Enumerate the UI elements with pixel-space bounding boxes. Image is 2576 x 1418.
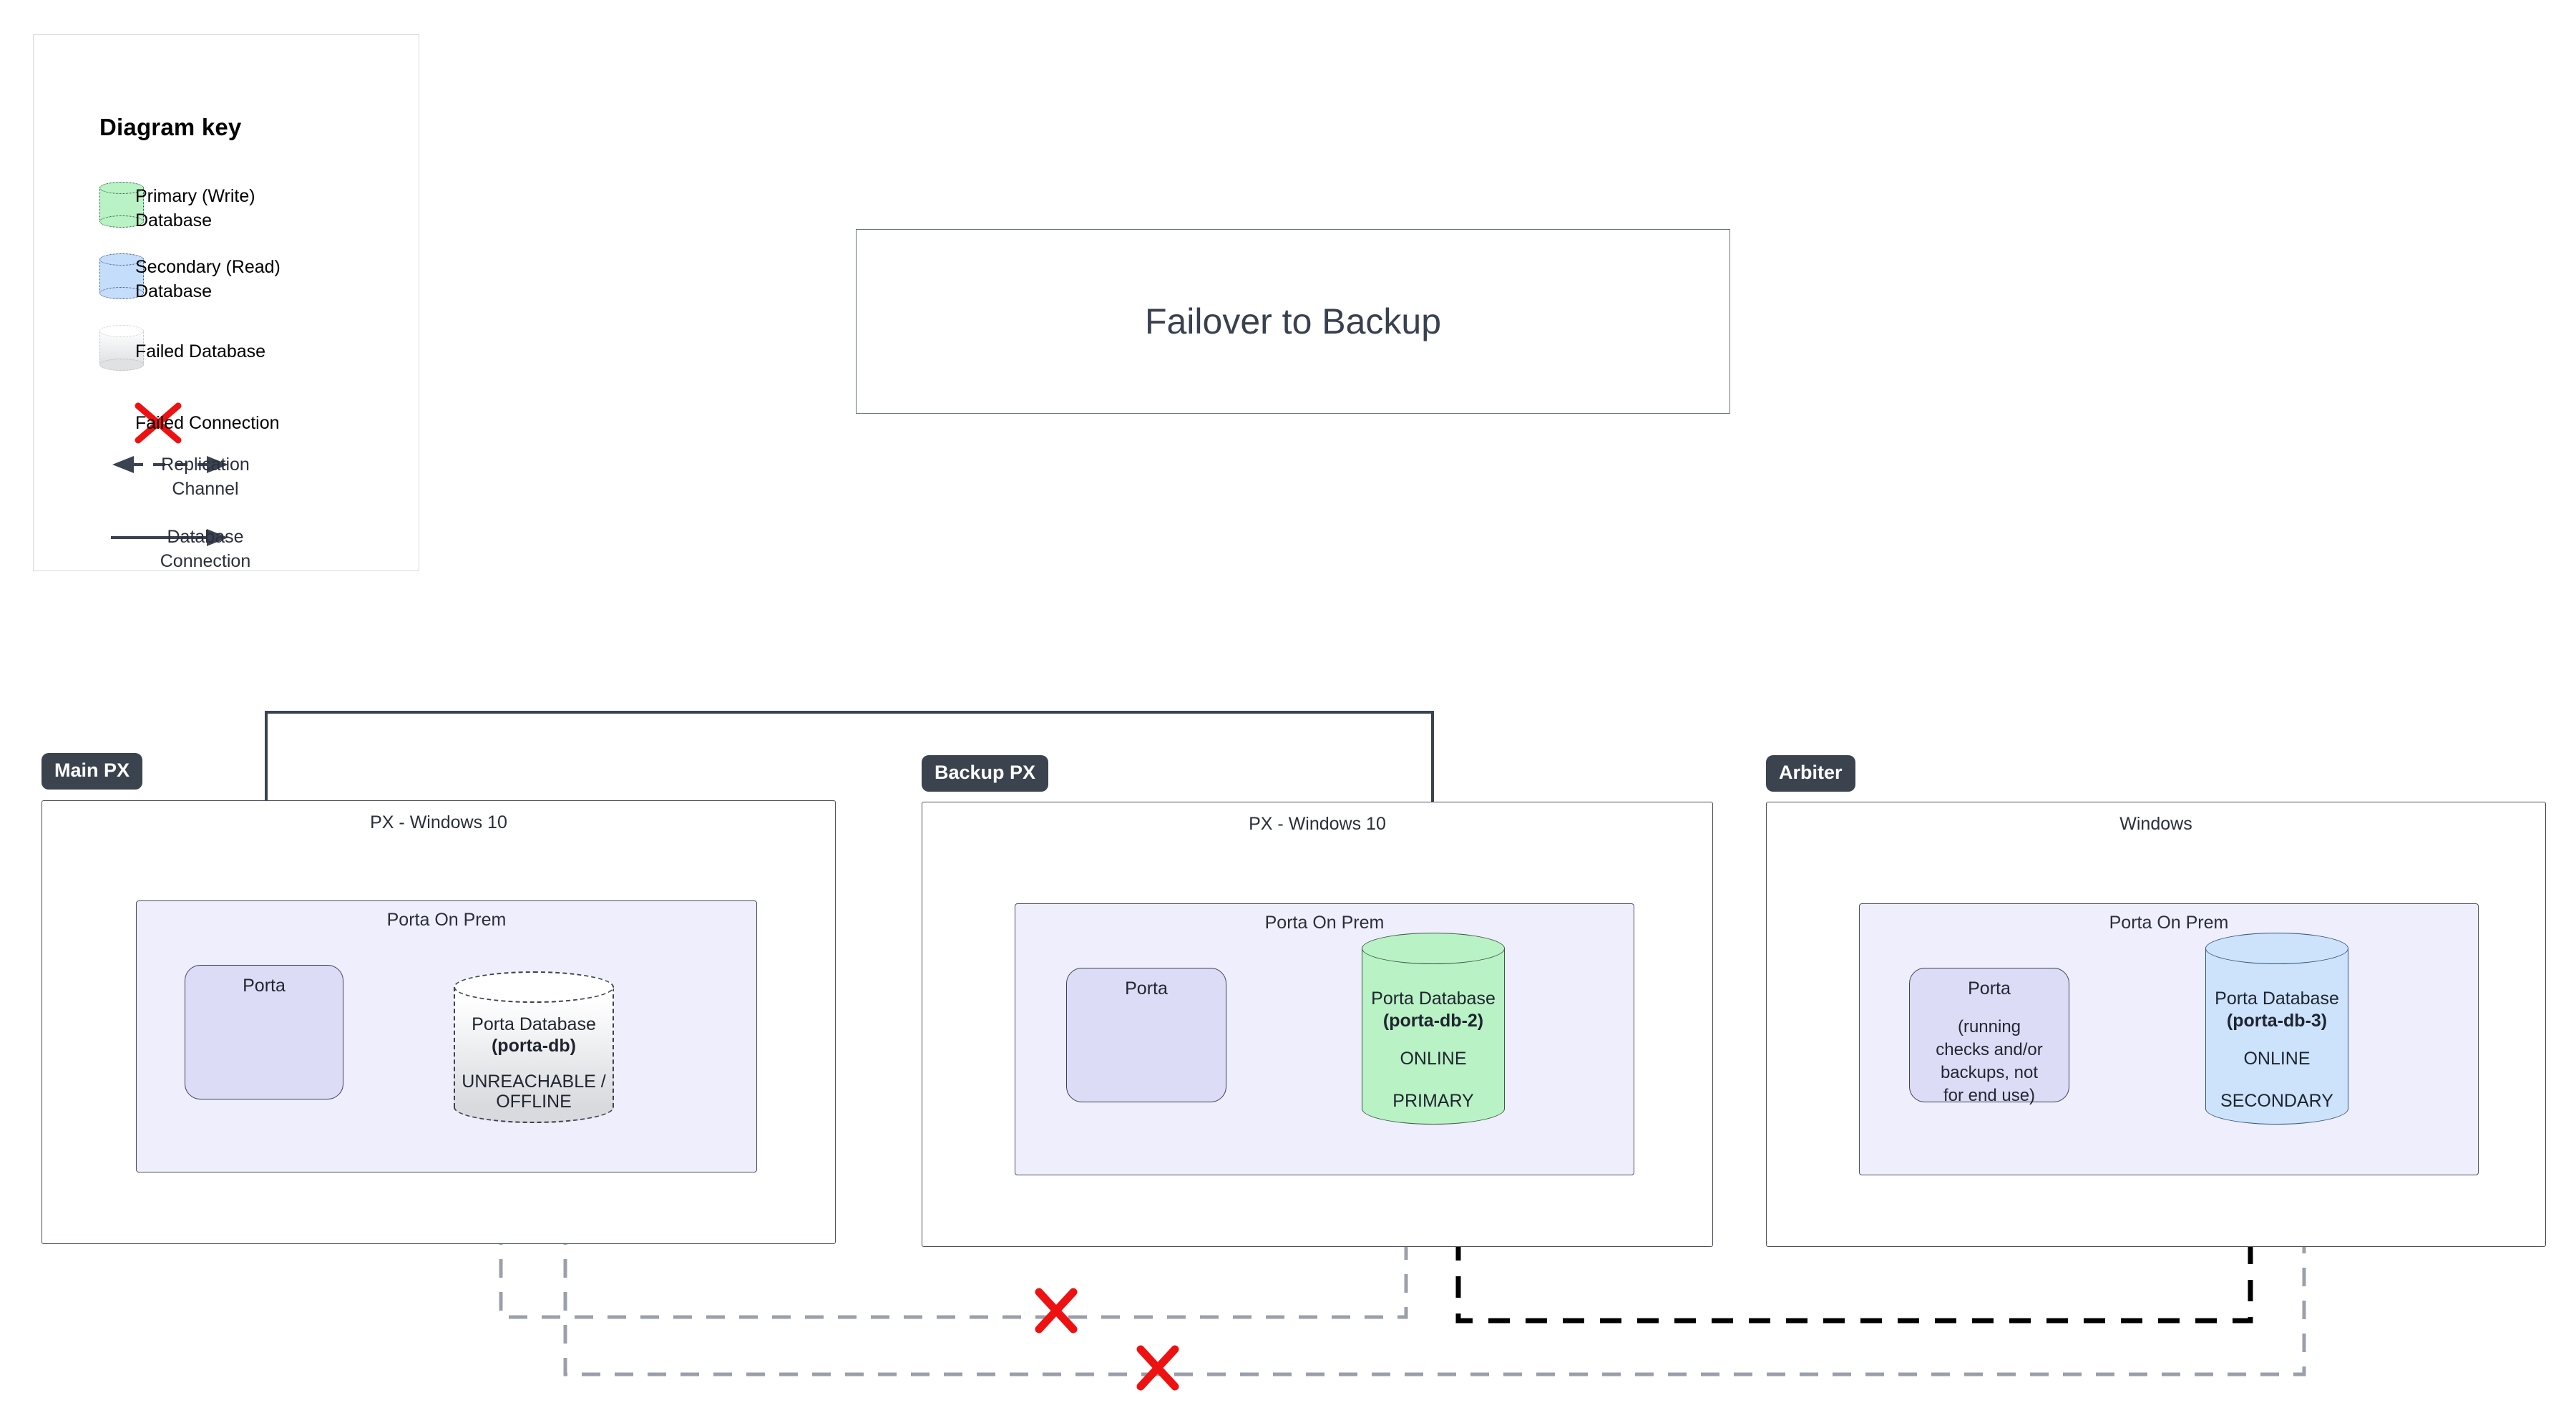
- cylinder-blue-icon: [99, 253, 144, 299]
- legend-item-primary-db: Primary (Write) Database: [135, 184, 255, 233]
- porta-app-title: Porta: [1968, 978, 2011, 999]
- legend-item-failed-db: Failed Database: [135, 339, 265, 364]
- porta-app-box-backup-px: Porta: [1066, 968, 1226, 1102]
- db-status: ONLINE: [2243, 1049, 2311, 1069]
- cylinder-green-icon: [99, 182, 144, 228]
- host-os-label: Windows: [2119, 814, 2192, 834]
- porta-note-line3: backups, not: [1940, 1063, 2039, 1082]
- onprem-label: Porta On Prem: [2109, 913, 2229, 933]
- title-card: Failover to Backup: [856, 229, 1730, 414]
- panel-badge-main-px: Main PX: [42, 753, 143, 790]
- porta-note-line1: (running: [1957, 1017, 2021, 1036]
- database-cylinder-porta-db-3: Porta Database (porta-db-3) ONLINE SECON…: [2205, 933, 2348, 1125]
- legend-label-line2: Database: [135, 281, 213, 301]
- page-title: Failover to Backup: [1144, 301, 1442, 341]
- failed-connection-x-1: [1035, 1288, 1078, 1334]
- db-id: (porta-db): [491, 1036, 577, 1056]
- db-status-2: OFFLINE: [496, 1092, 572, 1112]
- legend-item-replication-channel: Replication Channel: [141, 452, 270, 501]
- porta-app-box-arbiter: Porta (running checks and/or backups, no…: [1909, 968, 2069, 1105]
- db-status: ONLINE: [1400, 1049, 1467, 1069]
- legend-item-failed-connection: Failed Connection: [135, 411, 280, 435]
- legend-label-line2: Database: [135, 210, 213, 230]
- porta-note-line2: checks and/or: [1936, 1040, 2043, 1059]
- db-status: UNREACHABLE /: [462, 1072, 606, 1092]
- red-x-icon: [134, 402, 184, 445]
- dashed-bidirectional-arrow-icon: [105, 450, 234, 479]
- legend-title: Diagram key: [99, 114, 242, 140]
- legend-label-line1: Replication: [161, 455, 250, 475]
- db-id: (porta-db-3): [2226, 1011, 2328, 1031]
- legend-label-line1: Secondary (Read): [135, 257, 280, 277]
- failed-connection-x-2: [1136, 1345, 1179, 1391]
- db-name: Porta Database: [472, 1014, 596, 1034]
- host-os-label: PX - Windows 10: [1249, 814, 1386, 834]
- db-id: (porta-db-2): [1382, 1011, 1484, 1031]
- db-role: SECONDARY: [2220, 1091, 2333, 1111]
- db-name: Porta Database: [2215, 989, 2339, 1009]
- database-cylinder-porta-db-2: Porta Database (porta-db-2) ONLINE PRIMA…: [1362, 933, 1505, 1125]
- porta-app-title: Porta: [243, 976, 286, 996]
- legend-label-line2: Connection: [160, 551, 251, 571]
- legend-label-line1: Failed Database: [135, 341, 266, 361]
- database-cylinder-porta-db: Porta Database (porta-db) UNREACHABLE / …: [454, 971, 614, 1123]
- onprem-label: Porta On Prem: [386, 910, 507, 930]
- db-name: Porta Database: [1371, 989, 1496, 1009]
- legend-item-database-connection: Database Connection: [141, 525, 270, 573]
- legend-label-line1: Primary (Write): [135, 186, 255, 206]
- onprem-label: Porta On Prem: [1264, 913, 1385, 933]
- panel-badge-arbiter: Arbiter: [1766, 755, 1855, 792]
- host-os-label: PX - Windows 10: [370, 812, 507, 832]
- legend-item-secondary-db: Secondary (Read) Database: [135, 255, 280, 303]
- porta-app-box-main-px: Porta: [185, 965, 343, 1099]
- diagram-legend: Diagram key Primary (Write) Database Sec…: [33, 34, 419, 571]
- legend-label-line1: Failed Connection: [135, 413, 280, 433]
- legend-label-line2: Channel: [172, 479, 239, 499]
- porta-app-note: (running checks and/or backups, not for …: [1910, 1016, 2069, 1107]
- solid-arrow-icon: [105, 523, 234, 552]
- cylinder-failed-icon: [99, 325, 144, 371]
- porta-app-title: Porta: [1125, 978, 1168, 999]
- legend-label-line1: Database: [167, 527, 244, 547]
- db-role: PRIMARY: [1392, 1091, 1474, 1111]
- panel-badge-backup-px: Backup PX: [922, 755, 1049, 792]
- porta-note-line4: for end use): [1943, 1086, 2036, 1105]
